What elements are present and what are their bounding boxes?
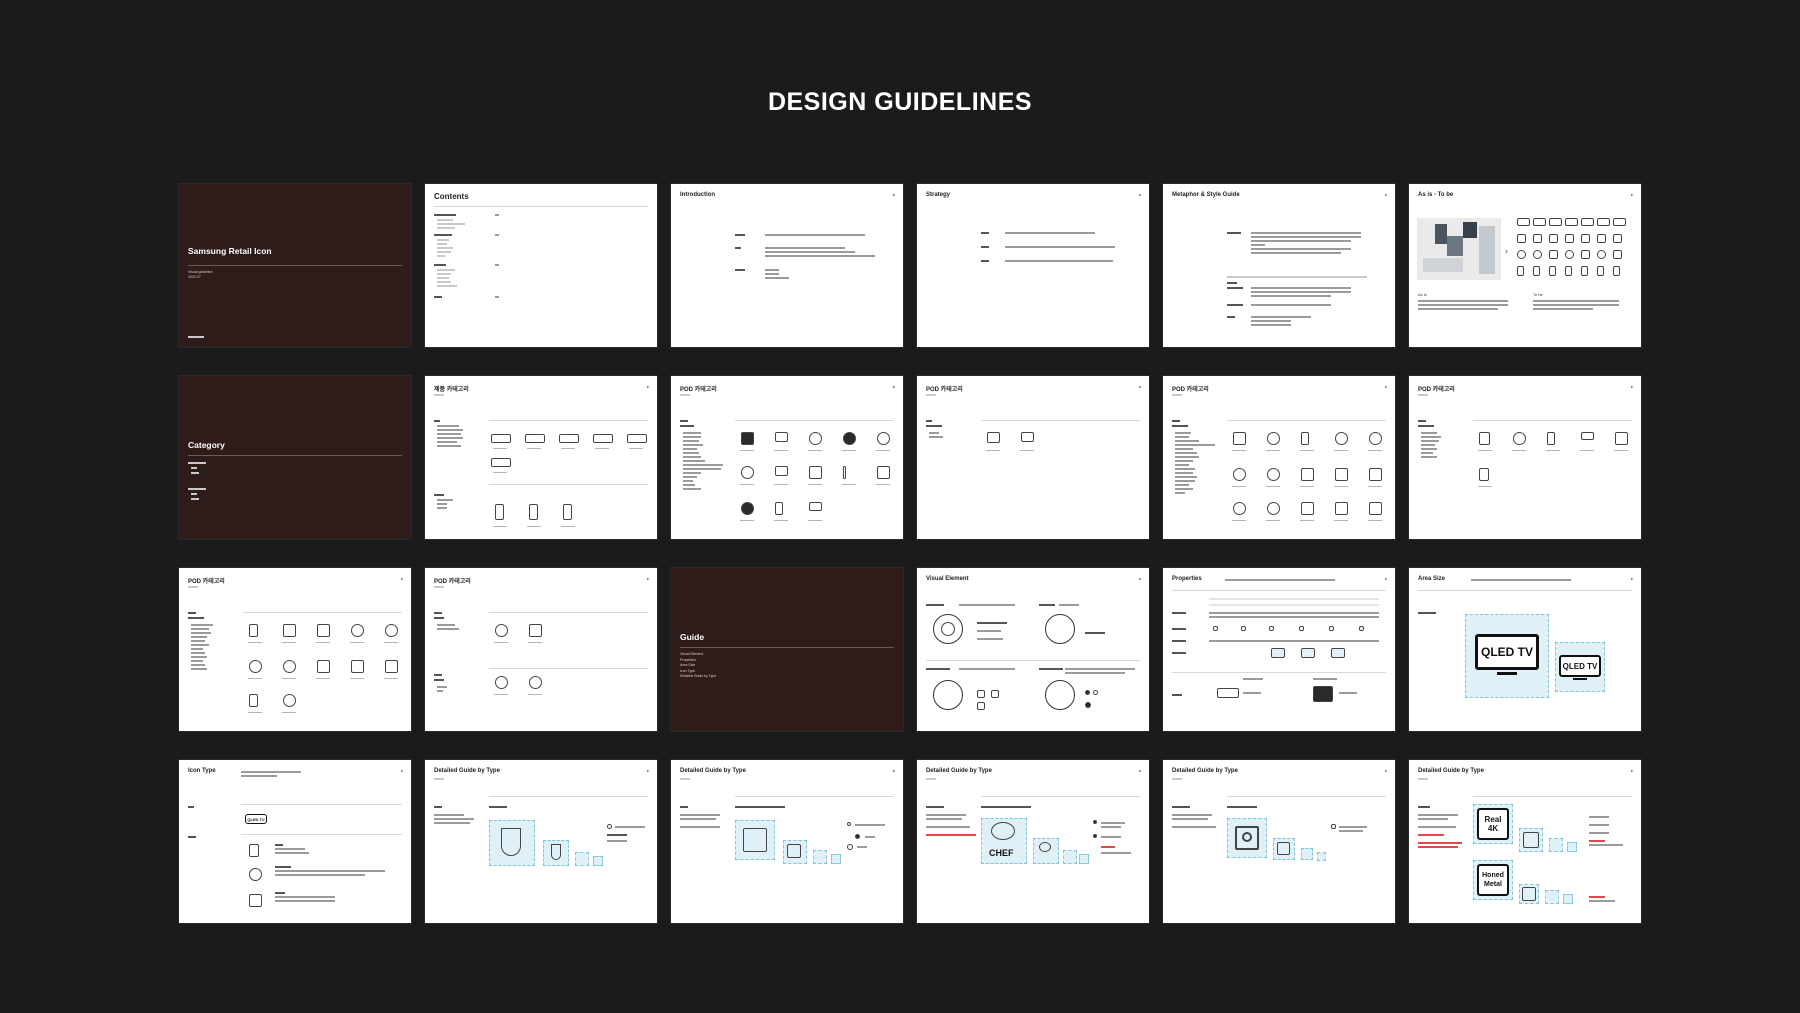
qled-tv-icon-large: QLED TV [1475,634,1539,670]
slide-detailed-guide-3[interactable]: Detailed Guide by Type ● CHEF [917,760,1149,923]
slide-title: 제품 카테고리 [434,387,469,393]
slide-title: Visual Element [926,576,969,582]
slide-introduction[interactable]: Introduction ● [671,184,903,347]
guide-item: Icon Type [680,668,696,673]
slide-properties[interactable]: Properties ● [1163,568,1395,731]
chef-label: CHEF [989,848,1014,858]
slide-pod-category-4[interactable]: POD 카테고리 ● [1409,376,1641,539]
slide-pod-category-5[interactable]: POD 카테고리 ● [179,568,411,731]
qled-tv-icon: QLED TV [245,814,267,824]
slide-title: Detailed Guide by Type [926,768,992,774]
slide-cover[interactable]: Samsung Retail Icon Visual guideline 202… [179,184,411,347]
guide-item: Detailed Guide by Type [680,674,717,678]
divider [489,420,648,421]
slide-title: Detailed Guide by Type [1172,768,1238,774]
slide-title: POD 카테고리 [1418,387,1455,393]
slide-title: Introduction [680,192,715,198]
slide-metaphor-style[interactable]: Metaphor & Style Guide ● [1163,184,1395,347]
slide-detailed-guide-5[interactable]: Detailed Guide by Type ● Real 4K Honed M… [1409,760,1641,923]
slide-title: Category [188,440,225,450]
slide-title: Metaphor & Style Guide [1172,192,1240,198]
qled-tv-icon-small: QLED TV [1559,655,1601,677]
slide-title: Icon Type [188,768,216,774]
slide-title: Strategy [926,192,951,198]
slide-title: POD 카테고리 [434,579,471,585]
slide-product-category[interactable]: 제품 카테고리 ● [425,376,657,539]
slide-title: Properties [1172,576,1202,582]
slide-title: POD 카테고리 [926,387,963,393]
divider [188,265,402,266]
divider [434,206,648,207]
slide-title: Samsung Retail Icon [188,246,272,256]
slide-category[interactable]: Category [179,376,411,539]
slide-title: Detailed Guide by Type [680,768,746,774]
slide-title: Area Size [1418,576,1446,582]
slide-title: Detailed Guide by Type [434,768,500,774]
slide-subtitle: Visual guideline [188,270,213,274]
honed-metal-icon: Honed Metal [1477,864,1509,896]
slide-as-is-to-be[interactable]: As is - To be ● › As is To be [1409,184,1641,347]
slide-pod-category-6[interactable]: POD 카테고리 ● [425,568,657,731]
slide-strategy[interactable]: Strategy ● [917,184,1149,347]
slide-title: POD 카테고리 [1172,387,1209,393]
slide-icon-type[interactable]: Icon Type ● QLED TV [179,760,411,923]
slide-detailed-guide-2[interactable]: Detailed Guide by Type ● [671,760,903,923]
to-be-label: To be [1533,292,1543,297]
slide-title: POD 카테고리 [680,387,717,393]
slide-contents[interactable]: Contents [425,184,657,347]
slide-title: Detailed Guide by Type [1418,768,1484,774]
page-title: DESIGN GUIDELINES [767,88,1033,116]
slide-visual-element[interactable]: Visual Element ● [917,568,1149,731]
slide-title: As is - To be [1418,192,1454,198]
slide-detailed-guide-1[interactable]: Detailed Guide by Type ● [425,760,657,923]
real-4k-icon: Real 4K [1477,808,1509,840]
text-line [188,336,204,338]
slide-title: POD 카테고리 [188,579,225,585]
slide-title: Guide [680,632,705,642]
slide-grid: Samsung Retail Icon Visual guideline 202… [179,184,1641,923]
guide-item: Visual Element [680,652,704,656]
as-is-label: As is [1418,292,1427,297]
slide-area-size[interactable]: Area Size ● QLED TV QLED TV [1409,568,1641,731]
slide-detailed-guide-4[interactable]: Detailed Guide by Type ● [1163,760,1395,923]
divider [680,647,894,648]
slide-pod-category-1[interactable]: POD 카테고리 ● [671,376,903,539]
to-be-sample [1517,218,1631,280]
slide-pod-category-3[interactable]: POD 카테고리 ● [1163,376,1395,539]
guide-item: Properties [680,657,696,662]
slide-title: Contents [434,192,469,201]
slide-guide[interactable]: Guide Visual Element Properties Area Siz… [671,568,903,731]
divider [188,455,402,456]
slide-pod-category-2[interactable]: POD 카테고리 ● [917,376,1149,539]
guide-item: Area Size [680,663,696,667]
slide-date: 2022.07 [188,275,201,279]
as-is-sample [1417,218,1501,280]
